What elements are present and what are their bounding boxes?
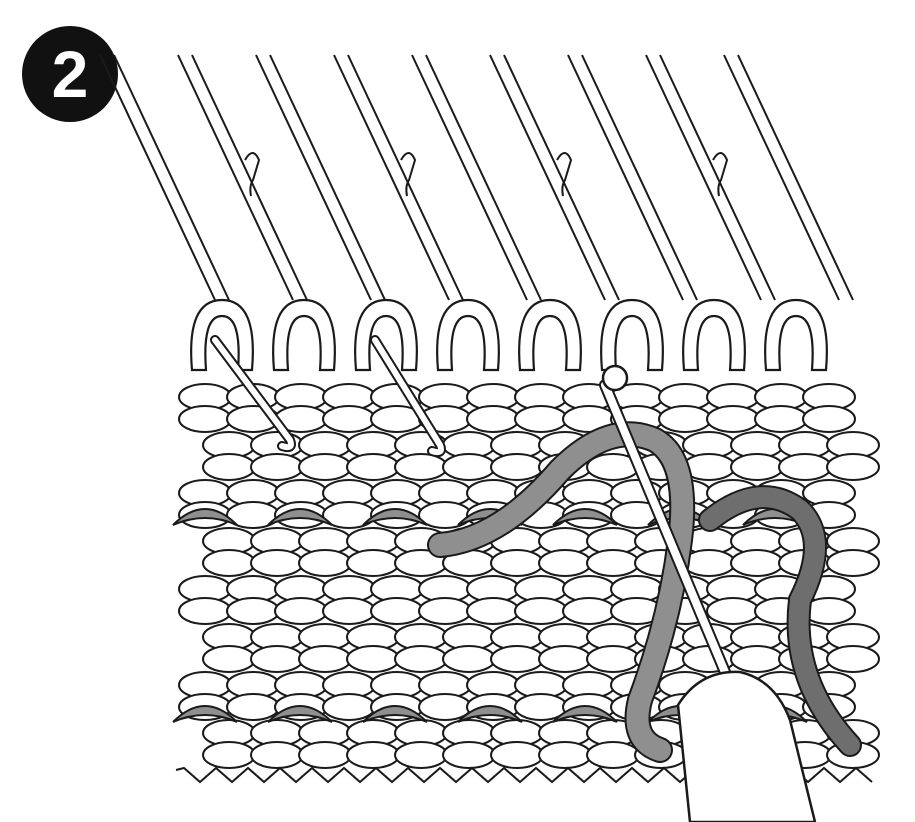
knit-stitch: [755, 406, 807, 432]
knit-stitch: [251, 646, 303, 672]
knit-stitch: [491, 550, 543, 576]
knit-stitch: [515, 598, 567, 624]
knit-stitch: [395, 454, 447, 480]
knit-stitch: [203, 550, 255, 576]
knit-stitch: [323, 598, 375, 624]
knit-stitch: [731, 550, 783, 576]
knit-stitch: [539, 646, 591, 672]
knit-stitch: [827, 454, 879, 480]
knit-stitch: [203, 742, 255, 768]
knit-stitch: [539, 742, 591, 768]
knit-stitch: [299, 742, 351, 768]
stitch-loop: [683, 300, 745, 370]
needle-edge: [100, 55, 215, 300]
knit-stitch: [731, 646, 783, 672]
needle-edge: [334, 55, 449, 300]
knit-stitch: [539, 550, 591, 576]
knit-stitch: [587, 550, 639, 576]
needle-edge: [256, 55, 371, 300]
needle-edge: [114, 55, 229, 300]
knit-stitch: [179, 406, 231, 432]
knit-stitch: [707, 406, 759, 432]
needle-edge: [660, 55, 775, 300]
knit-stitch: [731, 454, 783, 480]
knit-stitch: [179, 598, 231, 624]
top-loops: [191, 300, 827, 370]
needle-edge: [490, 55, 605, 300]
needle-edge: [646, 55, 761, 300]
knit-stitch: [275, 598, 327, 624]
knit-stitch: [395, 646, 447, 672]
knit-stitch: [803, 406, 855, 432]
knit-stitch: [587, 646, 639, 672]
knit-stitch: [491, 646, 543, 672]
needle-edge: [178, 55, 293, 300]
knit-stitch: [347, 742, 399, 768]
knit-stitch: [251, 454, 303, 480]
knit-stitch: [443, 646, 495, 672]
knit-stitch: [707, 598, 759, 624]
knit-stitch: [347, 454, 399, 480]
knit-stitch: [443, 742, 495, 768]
needle-edge: [724, 55, 839, 300]
knit-stitch: [563, 598, 615, 624]
knit-stitch: [251, 550, 303, 576]
stitch-loop: [437, 300, 499, 370]
stitch-loop: [191, 300, 253, 370]
knit-stitch: [299, 454, 351, 480]
needle-edge: [568, 55, 683, 300]
knit-stitch: [227, 598, 279, 624]
knit-stitch: [491, 742, 543, 768]
knit-stitch: [227, 694, 279, 720]
knit-stitch: [371, 598, 423, 624]
knit-stitch: [251, 742, 303, 768]
machine-needles: [100, 55, 853, 300]
knit-stitch: [659, 406, 711, 432]
needle-edge: [426, 55, 541, 300]
needle-edge: [348, 55, 463, 300]
knit-stitch: [203, 454, 255, 480]
needle-edge: [738, 55, 853, 300]
stitch-loop: [601, 300, 663, 370]
knit-stitch: [587, 742, 639, 768]
stitch-loop: [273, 300, 335, 370]
knit-stitch: [299, 646, 351, 672]
needle-edge: [412, 55, 527, 300]
knit-stitch: [347, 550, 399, 576]
knit-stitch: [323, 694, 375, 720]
knit-stitch: [467, 406, 519, 432]
knit-stitch: [467, 598, 519, 624]
knit-stitch: [203, 646, 255, 672]
needle-edge: [192, 55, 307, 300]
knit-stitch: [299, 550, 351, 576]
knit-stitch: [515, 406, 567, 432]
knit-stitch: [827, 646, 879, 672]
knit-stitch: [827, 550, 879, 576]
knit-stitch: [443, 454, 495, 480]
knit-stitch: [395, 742, 447, 768]
needle-edge: [504, 55, 619, 300]
stitch-loop: [765, 300, 827, 370]
knit-stitch: [323, 406, 375, 432]
knit-stitch: [347, 646, 399, 672]
knit-stitch: [419, 598, 471, 624]
knit-stitch: [779, 454, 831, 480]
knit-stitch: [491, 454, 543, 480]
stitch-loop: [519, 300, 581, 370]
needle-edge: [270, 55, 385, 300]
needle-edge: [582, 55, 697, 300]
tool-eye: [603, 366, 627, 390]
